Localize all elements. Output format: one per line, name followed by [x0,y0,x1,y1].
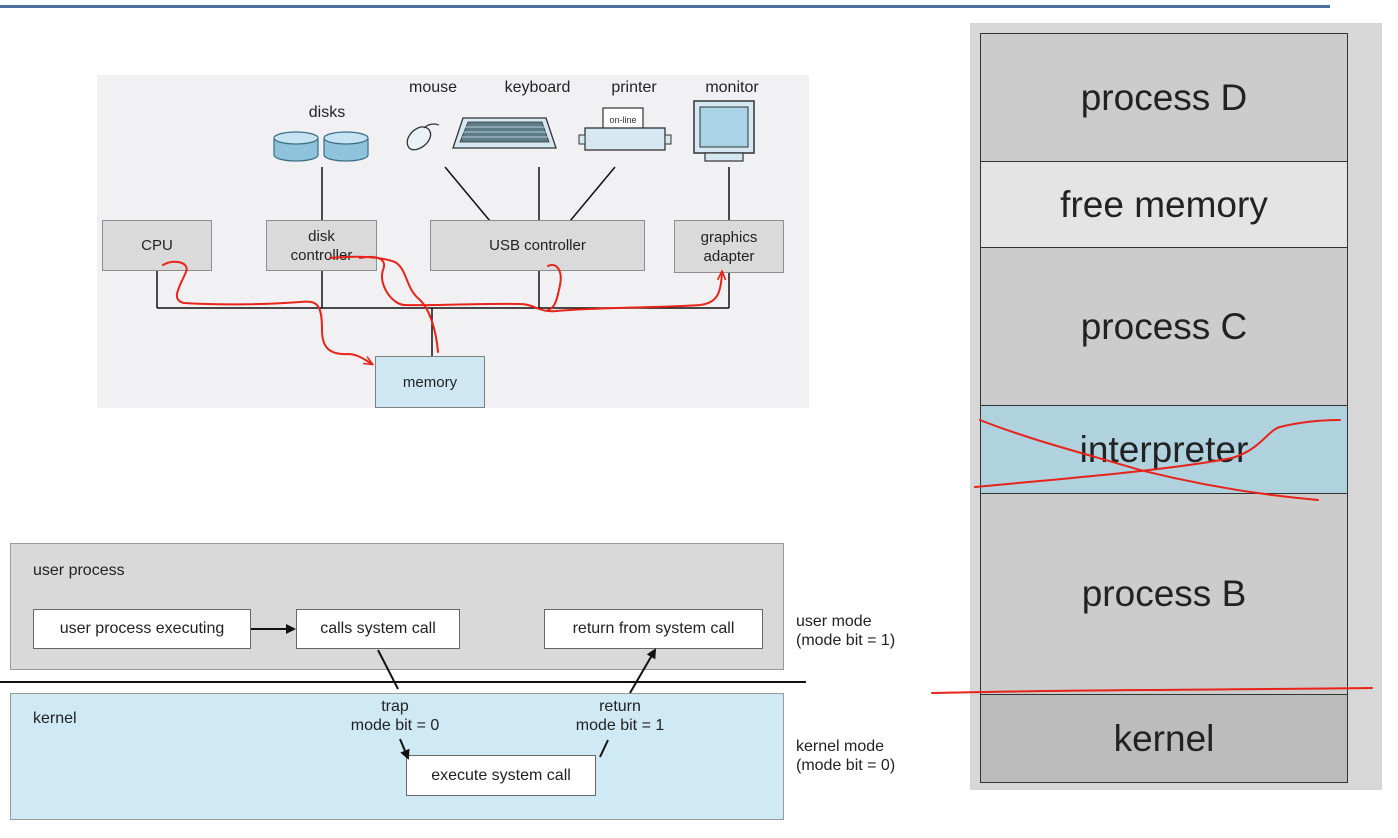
memory-segment-label: process B [1081,573,1247,614]
calls-system-call-box: calls system call [296,609,460,649]
cpu-label: CPU [141,237,173,254]
execute-system-call-label: execute system call [431,766,571,784]
execute-system-call-box: execute system call [406,755,596,796]
graphics-adapter-label: graphics adapter [700,228,758,265]
graphics-adapter-box: graphics adapter [674,220,784,273]
user-mode-label: user mode (mode bit = 1) [796,613,896,649]
memory-segment-label: free memory [1060,183,1268,225]
kernel-area [10,693,784,820]
disk-controller-label: disk controller [290,227,353,264]
return-from-system-call-box: return from system call [544,609,763,649]
calls-system-call-label: calls system call [320,620,436,637]
memory-box: memory [375,356,485,408]
user-process-title: user process [33,562,125,579]
disk-controller-box: disk controller [266,220,377,271]
user-process-executing-box: user process executing [33,609,251,649]
user-process-executing-label: user process executing [59,620,225,637]
memory-segment-process-B: process B [980,493,1348,695]
memory-segment-process-C: process C [980,247,1348,406]
trap-label: trap mode bit = 0 [350,698,440,734]
memory-segment-label: interpreter [1079,428,1249,470]
memory-segment-label: kernel [1113,717,1215,759]
header-rule [0,5,1330,8]
cpu-box: CPU [102,220,212,271]
keyboard-label: keyboard [504,79,571,96]
kernel-mode-label: kernel mode (mode bit = 0) [796,738,896,774]
monitor-label: monitor [705,79,759,96]
mouse-label: mouse [408,79,458,96]
memory-segment-kernel: kernel [980,694,1348,783]
return-label: return mode bit = 1 [575,698,665,734]
memory-segment-free-memory: free memory [980,161,1348,248]
disks-label: disks [308,104,346,121]
usb-controller-box: USB controller [430,220,645,271]
return-from-system-call-label: return from system call [572,620,735,637]
usb-controller-label: USB controller [489,237,586,254]
user-process-area [10,543,784,670]
memory-segment-interpreter: interpreter [980,405,1348,494]
memory-segment-process-D: process D [980,33,1348,162]
kernel-title: kernel [33,710,77,727]
memory-label: memory [402,373,458,391]
memory-segment-label: process D [1080,76,1248,118]
printer-label: printer [611,79,657,96]
memory-segment-label: process C [1080,305,1248,347]
